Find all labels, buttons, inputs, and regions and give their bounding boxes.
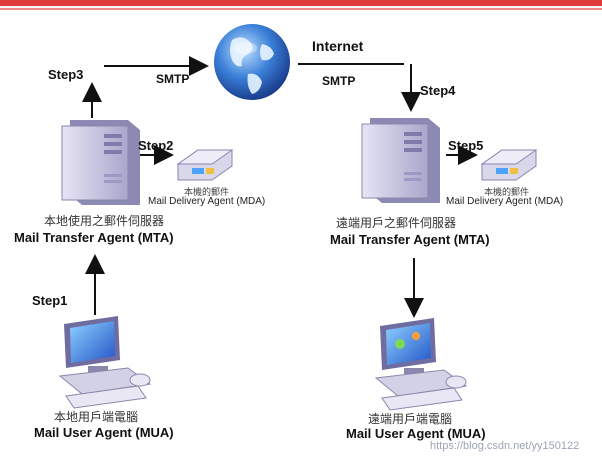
left-server-en-label: Mail Transfer Agent (MTA) (14, 230, 174, 245)
left-mda-drive-icon (176, 149, 234, 181)
right-server-cn-label: 遠端用戶之郵件伺服器 (336, 216, 457, 230)
right-computer-icon (374, 318, 468, 411)
left-mda-cn-label: 本機的郵件 (184, 187, 230, 197)
step4-label: Step4 (420, 83, 456, 98)
internet-label: Internet (312, 38, 364, 54)
right-server-icon (361, 118, 440, 203)
right-client-cn-label: 遠端用戶端電腦 (368, 412, 453, 426)
step1-label: Step1 (32, 293, 68, 308)
watermark-url: https://blog.csdn.net/yy150122 (430, 440, 580, 452)
step5-label: Step5 (448, 138, 484, 153)
left-computer-icon (58, 316, 152, 409)
right-server-en-label: Mail Transfer Agent (MTA) (330, 232, 490, 247)
left-server-icon (61, 120, 140, 205)
right-client-en-label: Mail User Agent (MUA) (346, 426, 486, 441)
internet-globe-icon (214, 24, 290, 100)
left-client-en-label: Mail User Agent (MUA) (34, 425, 174, 440)
smtp-left-label: SMTP (156, 72, 190, 86)
flow-arrows (82, 56, 478, 318)
left-mda-en-label: Mail Delivery Agent (MDA) (148, 196, 266, 207)
smtp-right-label: SMTP (322, 74, 356, 88)
top-accent-line (0, 8, 602, 10)
step3-label: Step3 (48, 67, 84, 82)
left-client-cn-label: 本地用戶端電腦 (54, 410, 139, 424)
right-mda-en-label: Mail Delivery Agent (MDA) (446, 196, 564, 207)
top-accent-bar (0, 0, 602, 6)
right-mda-cn-label: 本機的郵件 (484, 187, 530, 197)
right-mda-drive-icon (480, 149, 538, 181)
step2-label: Step2 (138, 138, 174, 153)
left-server-cn-label: 本地使用之郵件伺服器 (44, 214, 165, 228)
